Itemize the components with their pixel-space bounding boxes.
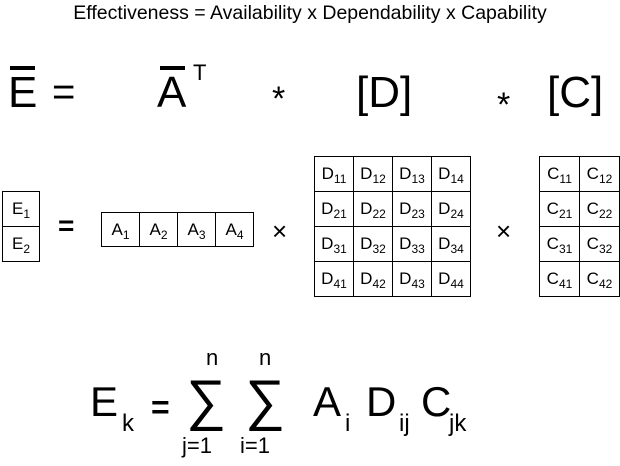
- matrix-cell: D42: [353, 261, 393, 297]
- matrix-cell: C12: [579, 156, 620, 192]
- matrix-cell: D31: [314, 226, 354, 262]
- overbar-a: [160, 66, 185, 70]
- sum-upper-limit: n: [259, 345, 272, 370]
- matrix-cell: D34: [431, 226, 471, 262]
- capability-matrix-symbol: [C]: [547, 68, 604, 117]
- sum-upper-limit: n: [206, 345, 219, 370]
- equals-sign: =: [58, 210, 75, 241]
- c-matrix: C11 C12 C21 C22 C31 C32 C41 C42: [539, 156, 620, 297]
- diagram-title: Effectiveness = Availability x Dependabi…: [73, 2, 547, 24]
- times-sign: ×: [272, 216, 288, 246]
- matrix-cell: D43: [392, 261, 432, 297]
- c-term: C: [421, 378, 452, 425]
- overbar-e: [10, 66, 35, 70]
- matrix-cell: A2: [139, 212, 178, 247]
- matrix-cell: C21: [539, 191, 580, 227]
- ek-symbol: E: [90, 378, 119, 425]
- a-term-subscript: i: [345, 410, 351, 437]
- matrix-cell: C32: [579, 226, 620, 262]
- matrix-cell: D12: [353, 156, 393, 192]
- matrix-cell: D23: [392, 191, 432, 227]
- matrix-cell: D21: [314, 191, 354, 227]
- matrix-cell: A1: [101, 212, 140, 247]
- matrix-cell: C11: [539, 156, 580, 192]
- equals-sign: =: [52, 70, 76, 114]
- matrix-cell: E1: [2, 191, 40, 227]
- ek-subscript: k: [122, 410, 134, 437]
- sum-lower-limit: i=1: [240, 433, 270, 458]
- sigma-icon: ∑: [186, 368, 226, 431]
- multiply-star: *: [272, 80, 286, 118]
- sigma-icon: ∑: [245, 368, 285, 431]
- d-term-subscript: ij: [399, 410, 410, 437]
- availability-vector-symbol: A: [157, 68, 187, 117]
- a-row-vector: A1 A2 A3 A4: [101, 212, 254, 247]
- matrix-cell: C42: [579, 261, 620, 297]
- matrix-cell: D11: [314, 156, 354, 192]
- matrix-cell: E2: [2, 226, 40, 262]
- multiply-star: *: [497, 86, 511, 124]
- matrix-cell: C22: [579, 191, 620, 227]
- c-term-subscript: jk: [449, 410, 467, 437]
- matrix-cell: D44: [431, 261, 471, 297]
- matrix-cell: C31: [539, 226, 580, 262]
- matrix-cell: D22: [353, 191, 393, 227]
- matrix-cell: D13: [392, 156, 432, 192]
- e-column-vector: E1 E2: [2, 191, 40, 262]
- times-sign: ×: [496, 216, 512, 246]
- transpose-mark: T: [193, 60, 207, 85]
- sum-lower-limit: j=1: [182, 433, 212, 458]
- matrix-cell: D32: [353, 226, 393, 262]
- matrix-cell: A3: [177, 212, 216, 247]
- matrix-cell: A4: [215, 212, 254, 247]
- d-matrix: D11 D12 D13 D14 D21 D22 D23 D24 D31 D32 …: [314, 156, 471, 297]
- matrix-cell: D41: [314, 261, 354, 297]
- equals-sign: =: [151, 389, 170, 425]
- d-term: D: [366, 378, 397, 425]
- matrix-cell: D24: [431, 191, 471, 227]
- matrix-cell: D14: [431, 156, 471, 192]
- a-term: A: [313, 378, 342, 425]
- dependability-matrix-symbol: [D]: [356, 68, 413, 117]
- effectiveness-vector-symbol: E: [8, 68, 38, 117]
- matrix-cell: D33: [392, 226, 432, 262]
- matrix-cell: C41: [539, 261, 580, 297]
